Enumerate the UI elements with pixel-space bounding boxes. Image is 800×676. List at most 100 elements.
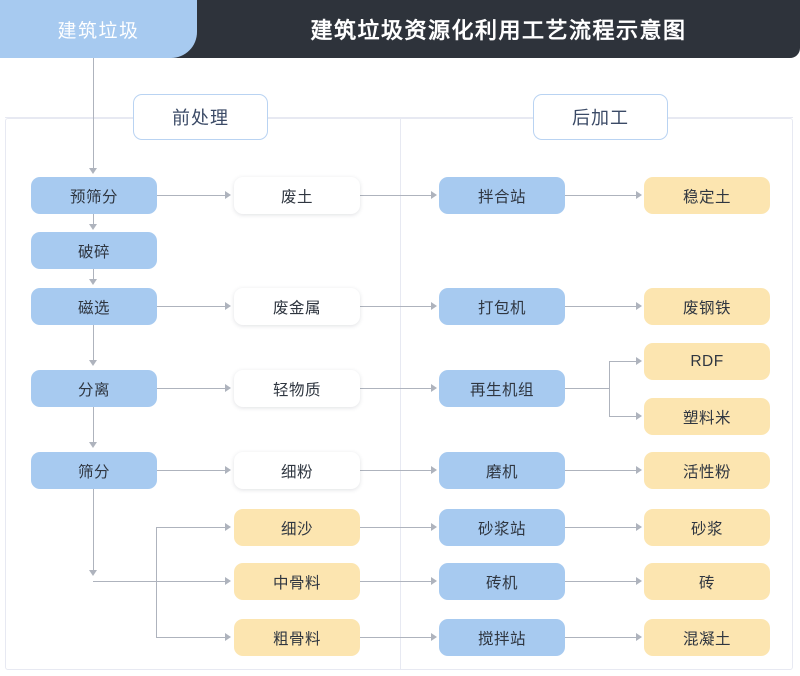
arrowhead-screen-trunk-down (89, 570, 97, 576)
node-regeneration-unit-label: 再生机组 (469, 381, 534, 399)
node-coarse-aggregate-label: 粗骨料 (272, 630, 321, 648)
connector-bus-to-coarse-aggregate (156, 637, 227, 638)
connector-coarse-aggregate-to-concrete-station (360, 637, 433, 638)
connector-mortar-station-to-mortar (565, 527, 638, 528)
node-fine-powder-label: 细粉 (280, 463, 313, 481)
connector-prescreen-to-waste-soil (157, 195, 227, 196)
header-tab-label: 建筑垃圾 (57, 20, 140, 42)
arrowhead-prescreen-to-crush (89, 224, 97, 230)
connector-prescreen-to-crush (93, 214, 94, 228)
node-mortar-station[interactable]: 砂浆站 (439, 509, 565, 546)
connector-regen-unit-to-plastic-pellet (609, 416, 638, 417)
arrowhead-mortar-station-to-mortar (636, 523, 642, 531)
connector-separate-to-light-material (157, 388, 227, 389)
node-light-material-label: 轻物质 (272, 381, 321, 399)
node-concrete-label: 混凝土 (682, 630, 731, 648)
node-mortar[interactable]: 砂浆 (644, 509, 770, 546)
connector-regen-unit-stem (565, 388, 610, 389)
node-separation[interactable]: 分离 (31, 370, 157, 407)
node-brick-machine[interactable]: 砖机 (439, 563, 565, 600)
node-active-powder[interactable]: 活性粉 (644, 452, 770, 489)
connector-medium-aggregate-to-brick-machine (360, 581, 433, 582)
node-concrete-mixing-station[interactable]: 搅拌站 (439, 619, 565, 656)
section-divider (400, 118, 401, 670)
arrowhead-mill-to-active-powder (636, 466, 642, 474)
node-waste-soil[interactable]: 废土 (234, 177, 360, 214)
connector-bus-to-fine-sand (156, 527, 227, 528)
node-scrap-steel[interactable]: 废钢铁 (644, 288, 770, 325)
arrowhead-regen-unit-to-rdf (636, 357, 642, 365)
node-stabilized-soil-label: 稳定土 (682, 188, 731, 206)
node-plastic-pellet[interactable]: 塑料米 (644, 398, 770, 435)
node-mixing-station[interactable]: 拌合站 (439, 177, 565, 214)
node-separation-label: 分离 (77, 381, 110, 399)
node-brick-machine-label: 砖机 (485, 574, 518, 592)
arrowhead-mixing-station-to-stabilized-soil (636, 191, 642, 199)
arrowhead-prescreen-to-waste-soil (225, 191, 231, 199)
node-light-material[interactable]: 轻物质 (234, 370, 360, 407)
connector-tab-to-prescreen (93, 58, 94, 170)
arrowhead-crush-to-magnetic (89, 279, 97, 285)
node-mortar-label: 砂浆 (690, 520, 723, 538)
section-chip-pre-processing[interactable]: 前处理 (133, 94, 268, 140)
node-scrap-steel-label: 废钢铁 (682, 299, 731, 317)
connector-magnetic-to-scrap-metal (157, 306, 227, 307)
connector-mixing-station-to-stabilized-soil (565, 195, 638, 196)
node-magnetic-separation[interactable]: 磁选 (31, 288, 157, 325)
node-screening[interactable]: 筛分 (31, 452, 157, 489)
arrowhead-scrap-metal-to-baler (431, 302, 437, 310)
connector-fine-sand-to-mortar-station (360, 527, 433, 528)
node-medium-aggregate[interactable]: 中骨料 (234, 563, 360, 600)
section-rule-left-b (268, 117, 533, 118)
node-fine-sand[interactable]: 细沙 (234, 509, 360, 546)
node-medium-aggregate-label: 中骨料 (272, 574, 321, 592)
node-rdf-label: RDF (690, 352, 724, 370)
section-chip-post-processing[interactable]: 后加工 (533, 94, 668, 140)
node-crush[interactable]: 破碎 (31, 232, 157, 269)
arrowhead-coarse-aggregate-to-concrete-station (431, 633, 437, 641)
node-regeneration-unit[interactable]: 再生机组 (439, 370, 565, 407)
connector-brick-machine-to-brick (565, 581, 638, 582)
arrowhead-magnetic-to-separate (89, 360, 97, 366)
arrowhead-medium-aggregate-to-brick-machine (431, 577, 437, 585)
arrowhead-concrete-station-to-concrete (636, 633, 642, 641)
section-chip-pre-processing-label: 前处理 (172, 108, 229, 128)
page-title: 建筑垃圾资源化利用工艺流程示意图 (310, 18, 687, 43)
arrowhead-fine-powder-to-mill (431, 466, 437, 474)
arrowhead-fine-sand-to-mortar-station (431, 523, 437, 531)
node-crush-label: 破碎 (77, 243, 110, 261)
connector-separate-to-screen (93, 406, 94, 446)
node-scrap-metal-label: 废金属 (272, 299, 321, 317)
node-screening-label: 筛分 (77, 463, 110, 481)
node-prescreen[interactable]: 预筛分 (31, 177, 157, 214)
node-concrete-mixing-station-label: 搅拌站 (477, 630, 526, 648)
connector-screen-to-medium-aggregate (93, 581, 227, 582)
node-mill[interactable]: 磨机 (439, 452, 565, 489)
connector-magnetic-to-separate (93, 324, 94, 364)
connector-light-material-to-regen-unit (360, 388, 433, 389)
arrowhead-bus-to-coarse-aggregate (225, 633, 231, 641)
node-scrap-metal[interactable]: 废金属 (234, 288, 360, 325)
connector-screen-trunk-down (93, 489, 94, 574)
connector-screen-to-fine-powder (157, 470, 227, 471)
arrowhead-light-material-to-regen-unit (431, 384, 437, 392)
arrowhead-separate-to-screen (89, 442, 97, 448)
node-brick[interactable]: 砖 (644, 563, 770, 600)
connector-aggregate-bus (156, 527, 157, 637)
node-baler[interactable]: 打包机 (439, 288, 565, 325)
node-baler-label: 打包机 (477, 299, 526, 317)
connector-regen-unit-to-rdf (609, 361, 638, 362)
arrowhead-separate-to-light-material (225, 384, 231, 392)
node-plastic-pellet-label: 塑料米 (682, 409, 731, 427)
node-concrete[interactable]: 混凝土 (644, 619, 770, 656)
node-stabilized-soil[interactable]: 稳定土 (644, 177, 770, 214)
header-tab[interactable]: 建筑垃圾 (0, 0, 197, 58)
section-rule-right-b (668, 117, 793, 118)
node-coarse-aggregate[interactable]: 粗骨料 (234, 619, 360, 656)
node-rdf[interactable]: RDF (644, 343, 770, 380)
diagram-frame (5, 118, 793, 670)
connector-crush-to-magnetic (93, 269, 94, 283)
section-rule-left-a (5, 117, 133, 118)
node-fine-powder[interactable]: 细粉 (234, 452, 360, 489)
